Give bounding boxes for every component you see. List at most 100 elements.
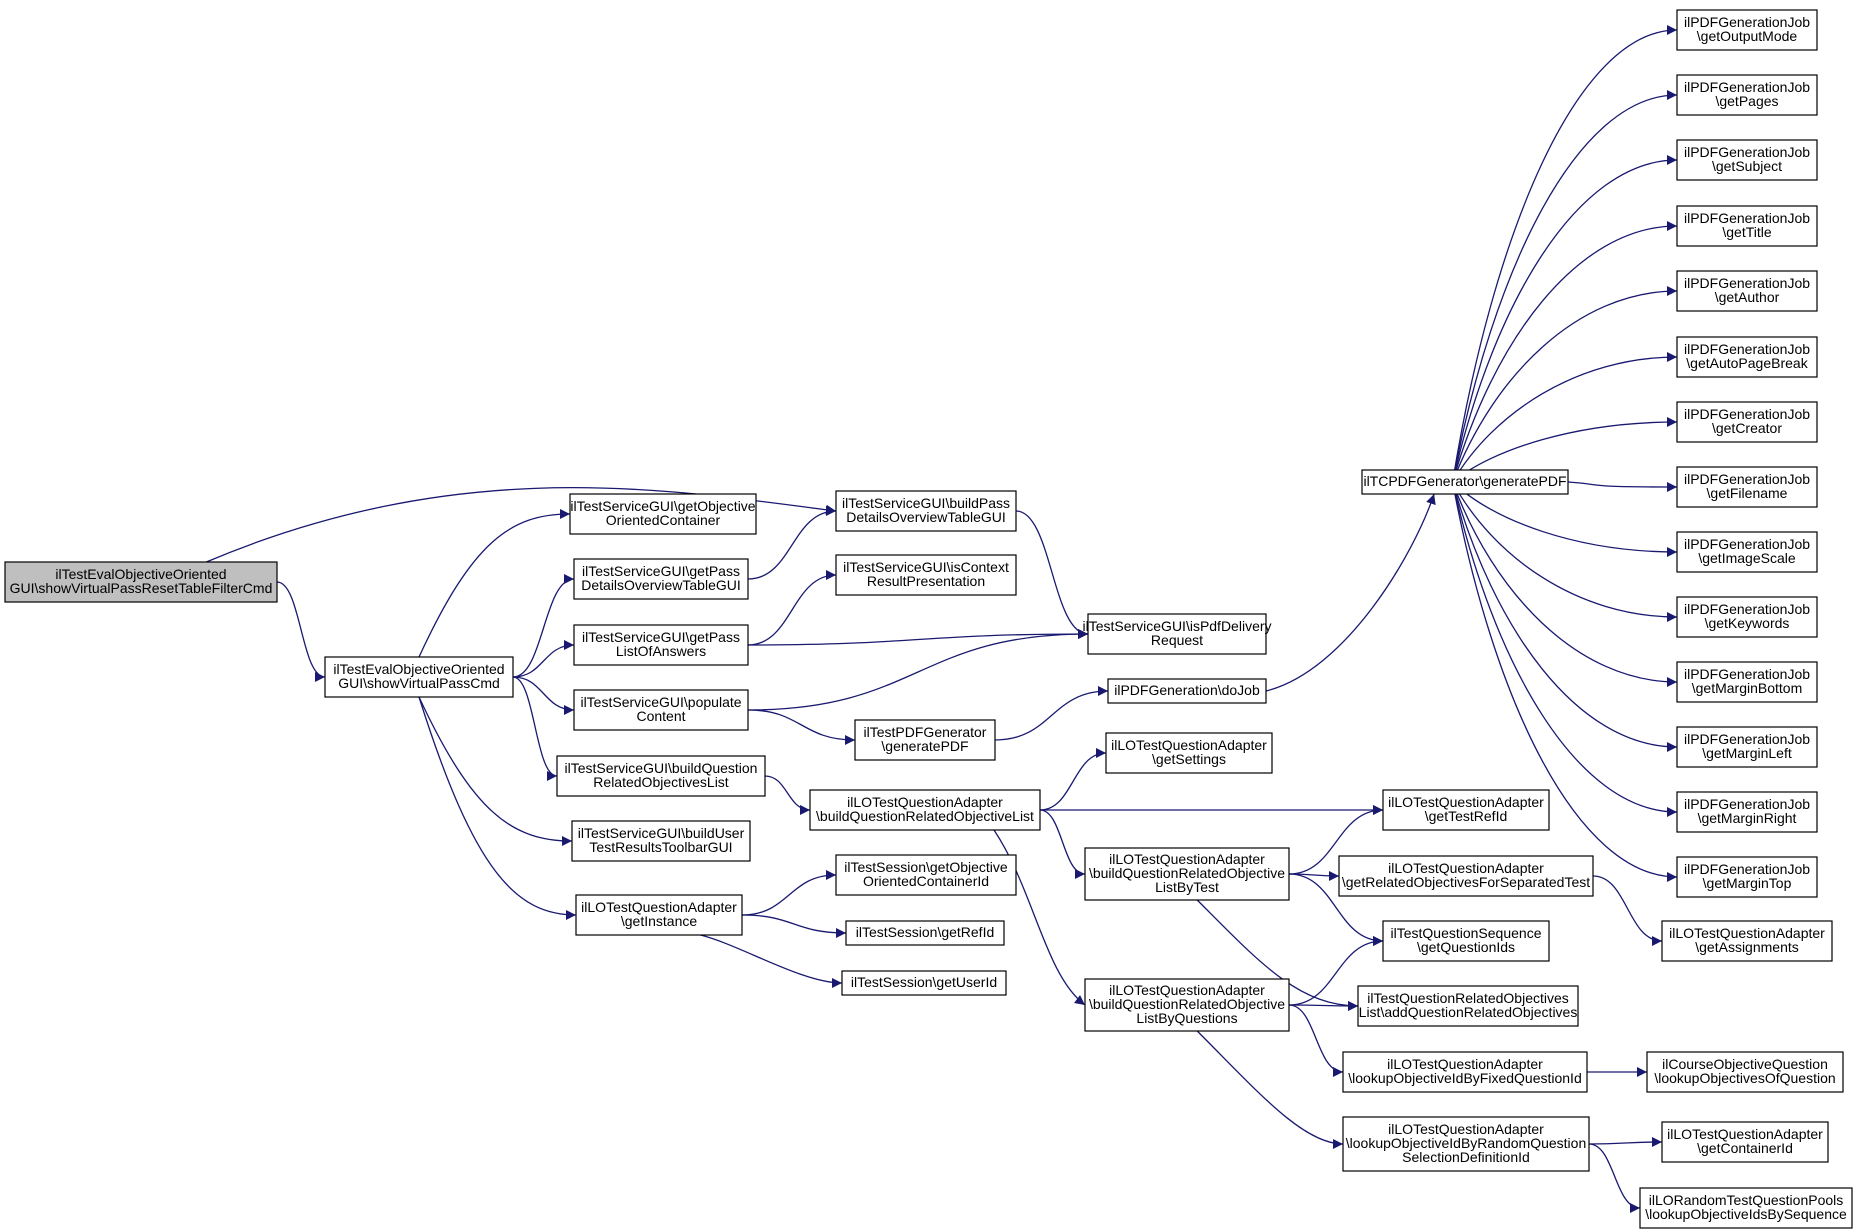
node-getCreator[interactable]: ilPDFGenerationJob\getCreator	[1676, 401, 1818, 443]
node-label: \getMarginBottom	[1692, 680, 1803, 696]
node-getRelatedObjectivesForSeparatedTest[interactable]: ilLOTestQuestionAdapter\getRelatedObject…	[1338, 855, 1594, 897]
node-label: ilTestSession\getRefId	[856, 924, 995, 940]
node-label: ilTestSession\getUserId	[851, 974, 997, 990]
edge-arrow	[206, 487, 837, 563]
node-box	[1676, 661, 1818, 703]
node-getAuthor[interactable]: ilPDFGenerationJob\getAuthor	[1676, 270, 1818, 312]
node-getPassDetailsOverviewTableGUI[interactable]: ilTestServiceGUI\getPassDetailsOverviewT…	[573, 558, 749, 600]
edge-arrow	[741, 870, 837, 916]
node-label: ilTestServiceGUI\isContext	[843, 559, 1009, 575]
node-getMarginBottom[interactable]: ilPDFGenerationJob\getMarginBottom	[1676, 661, 1818, 703]
edge-buildQuestionRelatedObjectiveList-to-listByTest	[1039, 809, 1086, 879]
edge-buildPassDetailsOverviewTableGUI-to-isPdfDeliveryRequest	[1015, 510, 1089, 639]
edge-populateContent-to-testPDFGeneratePDF	[747, 709, 856, 745]
edge-arrow	[1265, 493, 1436, 692]
node-box	[573, 624, 749, 666]
node-buildQuestionRelatedObjectiveList[interactable]: ilLOTestQuestionAdapter\buildQuestionRel…	[809, 789, 1041, 831]
node-box	[1105, 732, 1273, 774]
node-label: ilPDFGenerationJob	[1684, 666, 1810, 682]
node-root[interactable]: ilTestEvalObjectiveOrientedGUI\showVirtu…	[4, 561, 278, 603]
edge-arrow	[1288, 1004, 1344, 1077]
node-getObjectiveOrientedContainer[interactable]: ilTestServiceGUI\getObjectiveOrientedCon…	[569, 493, 757, 535]
edge-arrow	[1452, 481, 1678, 752]
node-getQuestionIds[interactable]: ilTestQuestionSequence\getQuestionIds	[1382, 920, 1550, 962]
edge-buildQuestionRelatedObjectiveList-to-listByQuestions	[993, 829, 1086, 1006]
node-getSubject[interactable]: ilPDFGenerationJob\getSubject	[1676, 139, 1818, 181]
node-label: ilTestServiceGUI\getPass	[582, 563, 740, 579]
node-label: ilTestEvalObjectiveOriented	[333, 661, 504, 677]
node-doJob[interactable]: ilPDFGeneration\doJob	[1107, 678, 1267, 704]
edge-arrow	[1567, 481, 1678, 492]
edge-arrow	[1288, 805, 1384, 875]
edge-arrow	[418, 696, 573, 846]
node-label: ilTestServiceGUI\isPdfDelivery	[1082, 618, 1271, 634]
node-buildQuestionRelatedObjectivesList[interactable]: ilTestServiceGUI\buildQuestionRelatedObj…	[556, 755, 766, 797]
node-box	[1639, 1187, 1853, 1229]
node-label: ilLOTestQuestionAdapter	[1388, 794, 1544, 810]
node-box	[575, 894, 743, 936]
node-box	[835, 554, 1017, 596]
edge-showVirtualPassCmd-to-getPassDetailsOverviewTableGUI	[512, 574, 575, 678]
node-getContainerId[interactable]: ilLOTestQuestionAdapter\getContainerId	[1661, 1121, 1829, 1163]
node-label: ResultPresentation	[867, 573, 985, 589]
node-lookupObjectiveIdByRandomQuestionSelectionDefinitionId[interactable]: ilLOTestQuestionAdapter\lookupObjectiveI…	[1342, 1116, 1590, 1172]
edge-arrow	[512, 676, 575, 715]
node-getSettings[interactable]: ilLOTestQuestionAdapter\getSettings	[1105, 732, 1273, 774]
node-getMarginLeft[interactable]: ilPDFGenerationJob\getMarginLeft	[1676, 726, 1818, 768]
edge-buildQuestionRelatedObjectivesList-to-buildQuestionRelatedObjectiveList	[764, 775, 811, 815]
node-box	[556, 755, 766, 797]
node-lookupObjectiveIdsBySequence[interactable]: ilLORandomTestQuestionPools\lookupObject…	[1639, 1187, 1853, 1229]
node-getUserId[interactable]: ilTestSession\getUserId	[841, 970, 1007, 996]
node-getPages[interactable]: ilPDFGenerationJob\getPages	[1676, 74, 1818, 116]
node-label: ilLOTestQuestionAdapter	[847, 794, 1003, 810]
edge-showVirtualPassCmd-to-populateContent	[512, 676, 575, 715]
node-buildPassDetailsOverviewTableGUI[interactable]: ilTestServiceGUI\buildPassDetailsOvervie…	[835, 490, 1017, 532]
node-lookupObjectiveIdByFixedQuestionId[interactable]: ilLOTestQuestionAdapter\lookupObjectiveI…	[1342, 1051, 1588, 1093]
node-box	[569, 493, 757, 535]
node-showVirtualPassCmd[interactable]: ilTestEvalObjectiveOrientedGUI\showVirtu…	[324, 656, 514, 698]
node-box	[1382, 920, 1550, 962]
node-tcpdfGeneratePDF[interactable]: ilTCPDFGenerator\generatePDF	[1361, 469, 1569, 495]
node-getOutputMode[interactable]: ilPDFGenerationJob\getOutputMode	[1676, 9, 1818, 51]
node-testPDFGeneratePDF[interactable]: ilTestPDFGenerator\generatePDF	[854, 719, 996, 761]
node-label: ilTestServiceGUI\buildUser	[578, 825, 745, 841]
node-getRefId[interactable]: ilTestSession\getRefId	[845, 920, 1005, 946]
node-getMarginTop[interactable]: ilPDFGenerationJob\getMarginTop	[1676, 856, 1818, 898]
edge-tcpdfGeneratePDF-to-getMarginBottom	[1452, 481, 1678, 687]
node-box	[573, 558, 749, 600]
node-box	[1338, 855, 1594, 897]
node-getObjectiveOrientedContainerId[interactable]: ilTestSession\getObjectiveOrientedContai…	[835, 854, 1017, 896]
node-label: ilPDFGeneration\doJob	[1114, 682, 1260, 698]
node-listByQuestions[interactable]: ilLOTestQuestionAdapter\buildQuestionRel…	[1084, 978, 1290, 1032]
edge-lookupObjectiveIdByRandomQuestionSelectionDefinitionId-to-getContainerId	[1588, 1137, 1663, 1148]
node-isContextResultPresentation[interactable]: ilTestServiceGUI\isContextResultPresenta…	[835, 554, 1017, 596]
node-listByTest[interactable]: ilLOTestQuestionAdapter\buildQuestionRel…	[1084, 847, 1290, 901]
node-getMarginRight[interactable]: ilPDFGenerationJob\getMarginRight	[1676, 791, 1818, 833]
edge-listByQuestions-to-lookupObjectiveIdByRandomQuestionSelectionDefinitionId	[1196, 1030, 1344, 1149]
edge-listByQuestions-to-addQuestionRelatedObjectives	[1288, 1000, 1359, 1011]
edge-arrow	[747, 629, 1089, 646]
node-getTitle[interactable]: ilPDFGenerationJob\getTitle	[1676, 205, 1818, 247]
edge-tcpdfGeneratePDF-to-getSubject	[1452, 155, 1678, 483]
node-label: \getSettings	[1152, 751, 1226, 767]
edge-listByQuestions-to-getQuestionIds	[1288, 936, 1384, 1006]
node-getFilename[interactable]: ilPDFGenerationJob\getFilename	[1676, 466, 1818, 508]
node-getAssignments[interactable]: ilLOTestQuestionAdapter\getAssignments	[1661, 920, 1833, 962]
node-box	[1676, 531, 1818, 573]
node-getKeywords[interactable]: ilPDFGenerationJob\getKeywords	[1676, 596, 1818, 638]
node-addQuestionRelatedObjectives[interactable]: ilTestQuestionRelatedObjectivesList\addQ…	[1357, 985, 1579, 1027]
node-label: Content	[636, 708, 685, 724]
node-getTestRefId[interactable]: ilLOTestQuestionAdapter\getTestRefId	[1382, 789, 1550, 831]
node-label: ilTestSession\getObjective	[844, 859, 1008, 875]
nodes-layer: ilTestEvalObjectiveOrientedGUI\showVirtu…	[4, 9, 1853, 1229]
node-getInstance[interactable]: ilLOTestQuestionAdapter\getInstance	[575, 894, 743, 936]
edge-arrow	[994, 686, 1109, 741]
node-buildUserTestResultsToolbarGUI[interactable]: ilTestServiceGUI\buildUserTestResultsToo…	[571, 820, 751, 862]
node-getImageScale[interactable]: ilPDFGenerationJob\getImageScale	[1676, 531, 1818, 573]
node-lookupObjectivesOfQuestion[interactable]: ilCourseObjectiveQuestion\lookupObjectiv…	[1646, 1051, 1844, 1093]
node-getAutoPageBreak[interactable]: ilPDFGenerationJob\getAutoPageBreak	[1676, 336, 1818, 378]
edge-populateContent-to-isPdfDeliveryRequest	[747, 629, 1089, 711]
